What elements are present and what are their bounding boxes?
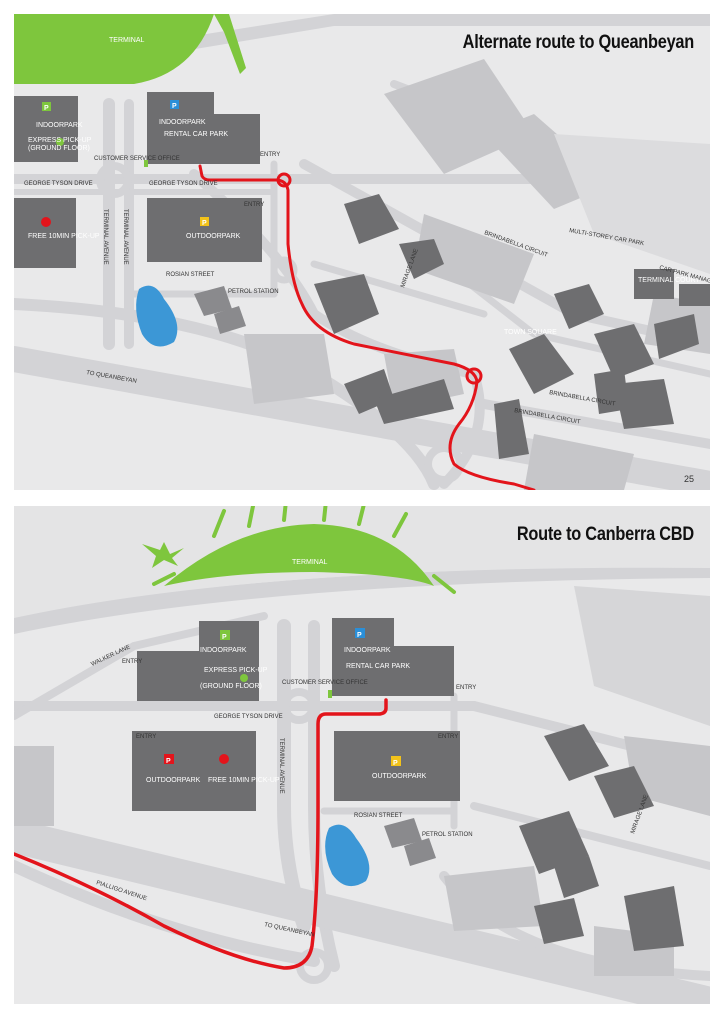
top-terminal-court (634, 269, 674, 299)
top-rental-car-park-label: RENTAL CAR PARK (164, 131, 228, 138)
bottom-rosian-street-label: ROSIAN STREET (354, 813, 403, 819)
svg-text:P: P (172, 103, 177, 110)
top-terminal-court-label: TERMINAL COURT (638, 277, 701, 284)
top-entry-label-1: ENTRY (260, 152, 280, 158)
bottom-terminal (164, 524, 434, 586)
top-outdoorpark-label: OUTDOORPARK (186, 233, 241, 240)
top-petrol-station (194, 286, 246, 334)
bottom-parking-icons: P P P P (164, 628, 401, 767)
top-free-10min-label: FREE 10MIN PICK-UP (28, 233, 100, 240)
page-number: 25 (683, 474, 694, 484)
bottom-entry-label-4: ENTRY (438, 734, 458, 740)
bottom-map-title: Route to Canberra CBD (516, 524, 694, 545)
top-free-pickup-icon (41, 217, 51, 227)
top-rental-car-park-building (147, 92, 260, 164)
bottom-express-pickup-label: EXPRESS PICK-UP (204, 667, 268, 674)
bottom-route-line (14, 698, 388, 970)
bottom-upper-road (14, 566, 710, 634)
bottom-outdoorpark-free-building (132, 731, 256, 811)
top-p-express-icon (42, 102, 51, 111)
bottom-p-outdoor-red-icon (164, 754, 174, 764)
top-map: TERMINAL (14, 14, 710, 490)
bottom-outdoorpark-label-1: OUTDOORPARK (146, 777, 201, 784)
bottom-light-blocks (14, 586, 710, 976)
top-parking-icons: P P P (41, 100, 209, 227)
top-lake (136, 285, 178, 347)
top-map-panel: TERMINAL (14, 14, 710, 490)
top-indoorpark-label-1: INDOORPARK (36, 122, 83, 129)
bottom-entry-label-1: ENTRY (122, 659, 142, 665)
top-customer-service-label: CUSTOMER SERVICE OFFICE (94, 156, 180, 162)
bottom-free-pickup-icon (219, 754, 229, 764)
top-indoorpark-label-2: INDOORPARK (159, 119, 206, 126)
top-rosian-street-label: ROSIAN STREET (166, 272, 215, 278)
bottom-indoorpark-express-building (137, 621, 259, 701)
bottom-terminal-label: TERMINAL (292, 559, 328, 566)
bottom-p-express-icon (220, 630, 230, 640)
bottom-map-panel: TERMINAL P P P (14, 506, 710, 1004)
top-george-tyson-label-1: GEORGE TYSON DRIVE (24, 181, 93, 187)
top-entry-label-2: ENTRY (244, 202, 264, 208)
bottom-outdoorpark-label-2: OUTDOORPARK (372, 773, 427, 780)
top-terminal-avenue-label-1: TERMINAL AVENUE (102, 209, 108, 265)
svg-text:P: P (44, 105, 49, 112)
top-p-outdoor-icon (200, 217, 209, 226)
bottom-customer-service-label: CUSTOMER SERVICE OFFICE (282, 680, 368, 686)
top-terminal (14, 14, 214, 84)
top-p-indoor-icon (170, 100, 179, 109)
svg-text:P: P (357, 632, 362, 639)
bottom-petrol-station (384, 818, 436, 866)
top-petrol-station-label: PETROL STATION (228, 289, 279, 295)
top-free-pickup-building (14, 198, 76, 268)
bottom-free-10min-label: FREE 10MIN PICK-UP (208, 777, 280, 784)
bottom-george-tyson-label: GEORGE TYSON DRIVE (214, 714, 283, 720)
top-route-line (198, 164, 536, 490)
svg-text:P: P (166, 758, 171, 765)
bottom-terminal-piers (152, 506, 456, 594)
bottom-indoorpark-label-2: INDOORPARK (344, 647, 391, 654)
bottom-plane-icon (142, 542, 184, 568)
bottom-entry-label-2: ENTRY (456, 685, 476, 691)
bottom-dark-buildings (132, 618, 684, 951)
bottom-rental-car-park-label: RENTAL CAR PARK (346, 663, 410, 670)
top-route-roundabout-2 (465, 367, 483, 385)
bottom-indoorpark-label-1: INDOORPARK (200, 647, 247, 654)
bottom-p-indoor-icon (355, 628, 365, 638)
top-route-roundabout (276, 172, 292, 188)
top-customer-service-marker (144, 160, 148, 167)
bottom-petrol-station-label: PETROL STATION (422, 832, 473, 838)
bottom-lake (325, 824, 370, 887)
top-express-pickup-icon (56, 138, 64, 146)
top-terminal-label: TERMINAL (109, 37, 145, 44)
top-dark-buildings (14, 92, 710, 459)
svg-text:P: P (222, 634, 227, 641)
top-george-tyson-label-2: GEORGE TYSON DRIVE (149, 181, 218, 187)
bottom-customer-service-marker (328, 690, 332, 698)
top-outdoorpark-building (147, 198, 262, 262)
top-express-pickup-label: EXPRESS PICK-UP (28, 137, 92, 144)
top-express-floor-label: (GROUND FLOOR) (28, 145, 90, 152)
svg-text:P: P (393, 760, 398, 767)
svg-text:P: P (202, 220, 207, 227)
top-terminal-pier (214, 14, 246, 74)
top-map-title: Alternate route to Queanbeyan (462, 32, 695, 53)
bottom-entry-label-3: ENTRY (136, 734, 156, 740)
bottom-express-floor-label: (GROUND FLOOR) (200, 683, 262, 690)
top-town-square-label: TOWN SQUARE (504, 329, 557, 336)
bottom-p-outdoor-icon (391, 756, 401, 766)
bottom-express-pickup-icon (240, 674, 248, 682)
top-terminal-avenue-label-2: TERMINAL AVENUE (122, 209, 128, 265)
bottom-terminal-avenue-label: TERMINAL AVENUE (278, 738, 284, 794)
bottom-map: TERMINAL P P P (14, 506, 710, 1004)
